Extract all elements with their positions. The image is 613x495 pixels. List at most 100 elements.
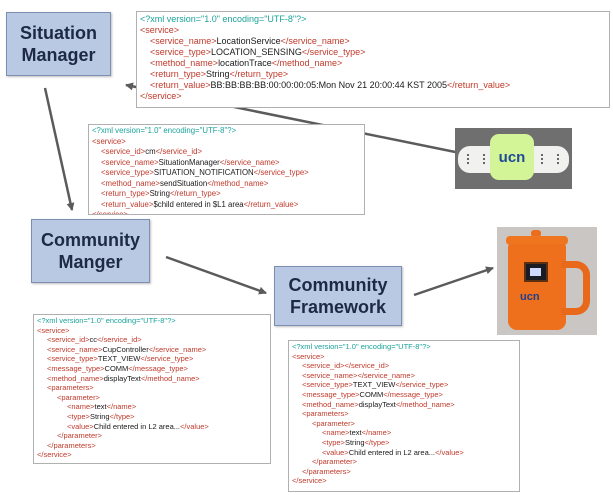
xml-open-tag: <service_id>: [101, 147, 146, 156]
mug-logo: ucn: [520, 291, 540, 303]
xml-line: <service>: [37, 326, 267, 336]
community-manager-line-2: Manger: [58, 252, 123, 272]
mug-body: [508, 244, 566, 330]
mug-display: [524, 262, 548, 282]
xml-open-tag: <service>: [292, 351, 325, 361]
xml-line: <service_name>LocationService</service_n…: [140, 36, 606, 47]
xml-line: <service_name></service_name>: [292, 371, 516, 381]
xml-close-tag: </return_type>: [229, 69, 289, 79]
xml-open-tag: <parameters>: [47, 383, 94, 393]
xml-line: <?xml version="1.0" encoding="UTF-8"?>: [292, 342, 516, 352]
xml-close-tag: </service_type>: [301, 47, 366, 57]
xml-line: <return_value>$child entered in $L1 area…: [92, 200, 361, 211]
xml-line: </parameters>: [37, 441, 267, 451]
xml-open-tag: <parameter>: [312, 418, 355, 428]
xml-open-tag: <service_type>: [47, 354, 98, 364]
xml-open-tag: <service>: [92, 136, 126, 146]
xml-value: text: [349, 428, 362, 438]
xml-line: <?xml version="1.0" encoding="UTF-8"?>: [92, 126, 361, 137]
sensor-strap-dots-right: [541, 154, 559, 164]
xml-line: <parameter>: [292, 419, 516, 429]
xml-line: <name>text</name>: [292, 428, 516, 438]
xml-value: displayText: [358, 399, 396, 409]
xml-value: locationTrace: [218, 58, 272, 68]
xml-open-tag: </service>: [37, 450, 72, 460]
xml-close-tag: </service_id>: [155, 147, 202, 156]
xml-open-tag: <type>: [322, 437, 345, 447]
xml-close-tag: </method_name>: [207, 178, 269, 188]
xml-open-tag: <name>: [322, 428, 350, 438]
xml-value: String: [149, 189, 170, 198]
xml-open-tag: <?xml version="1.0" encoding="UTF-8"?>: [140, 14, 307, 24]
situation-manager-line-2: Manager: [21, 45, 96, 65]
xml-value: String: [89, 411, 110, 421]
xml-open-tag: <return_type>: [150, 69, 207, 79]
xml-close-tag: </method_name>: [395, 399, 455, 409]
xml-open-tag: <?xml version="1.0" encoding="UTF-8"?>: [37, 316, 176, 325]
mug-handle: [561, 261, 590, 315]
xml-line: <?xml version="1.0" encoding="UTF-8"?>: [140, 14, 606, 25]
xml-value: COMM: [359, 389, 384, 399]
xml-open-tag: <type>: [67, 411, 90, 421]
xml-line: <service_type>SITUATION_NOTIFICATION</se…: [92, 168, 361, 179]
xml-line: <return_type>String</return_type>: [92, 189, 361, 200]
xml-open-tag: </parameter>: [57, 431, 103, 441]
community-manager-line-1: Community: [41, 230, 140, 250]
xml-value: Child entered in L2 area...: [93, 421, 181, 431]
xml-value: TEXT_VIEW: [352, 380, 396, 390]
xml-close-tag: </service_type>: [140, 354, 194, 364]
ucn-sensor-photo: ucn: [455, 128, 572, 189]
xml-close-tag: </service_type>: [253, 168, 309, 177]
xml-line: <value>Child entered in L2 area...</valu…: [292, 448, 516, 458]
xml-open-tag: <service_id>: [302, 361, 345, 371]
xml-line: <message_type>COMM</message_type>: [292, 390, 516, 400]
xml-value: String: [206, 69, 230, 79]
xml-line: <?xml version="1.0" encoding="UTF-8"?>: [37, 316, 267, 326]
xml-value: CupController: [102, 344, 149, 354]
community-manager-node: Community Manger: [31, 219, 150, 283]
xml-cup-controller: <?xml version="1.0" encoding="UTF-8"?><s…: [33, 314, 271, 464]
xml-line: <service>: [140, 25, 606, 36]
xml-close-tag: </value>: [435, 447, 464, 457]
xml-open-tag: </service>: [292, 476, 327, 486]
xml-close-tag: </service_name>: [148, 344, 207, 354]
xml-open-tag: <message_type>: [302, 389, 360, 399]
xml-open-tag: <value>: [67, 421, 94, 431]
xml-open-tag: </service>: [140, 91, 182, 101]
xml-value: SITUATION_NOTIFICATION: [153, 168, 254, 177]
xml-line: </parameter>: [37, 431, 267, 441]
xml-close-tag: </type>: [364, 437, 390, 447]
xml-open-tag: <name>: [67, 402, 95, 412]
xml-value: String: [344, 437, 365, 447]
xml-location-service: <?xml version="1.0" encoding="UTF-8"?><s…: [136, 11, 610, 108]
xml-close-tag: </name>: [361, 428, 392, 438]
community-framework-line-1: Community: [288, 275, 388, 295]
xml-line: </service>: [140, 91, 606, 102]
xml-open-tag: <method_name>: [302, 399, 359, 409]
xml-open-tag: </service>: [92, 210, 128, 215]
xml-value: COMM: [104, 363, 129, 373]
situation-manager-node: Situation Manager: [6, 12, 111, 76]
xml-value: text: [94, 402, 107, 412]
xml-close-tag: </return_type>: [169, 189, 221, 198]
xml-close-tag: </message_type>: [383, 389, 443, 399]
xml-value: cc: [89, 335, 98, 345]
xml-value: LocationService: [216, 36, 281, 46]
xml-open-tag: <service_id>: [47, 335, 90, 345]
xml-open-tag: <service_name>: [302, 370, 358, 380]
xml-value: displayText: [103, 373, 141, 383]
xml-open-tag: </parameter>: [312, 457, 358, 467]
xml-line: <service_type>LOCATION_SENSING</service_…: [140, 47, 606, 58]
xml-close-tag: </type>: [109, 411, 135, 421]
xml-close-tag: </service_id>: [97, 335, 142, 345]
xml-open-tag: <service_name>: [101, 157, 159, 167]
xml-open-tag: <return_value>: [150, 80, 211, 90]
xml-open-tag: <parameter>: [57, 392, 100, 402]
xml-line: <method_name>sendSituation</method_name>: [92, 179, 361, 190]
xml-open-tag: <return_value>: [101, 199, 154, 209]
xml-line: <service_name>CupController</service_nam…: [37, 345, 267, 355]
xml-open-tag: <message_type>: [47, 363, 105, 373]
xml-open-tag: </parameters>: [302, 466, 351, 476]
xml-line: <return_type>String</return_type>: [140, 69, 606, 80]
xml-line: <method_name>displayText</method_name>: [292, 400, 516, 410]
